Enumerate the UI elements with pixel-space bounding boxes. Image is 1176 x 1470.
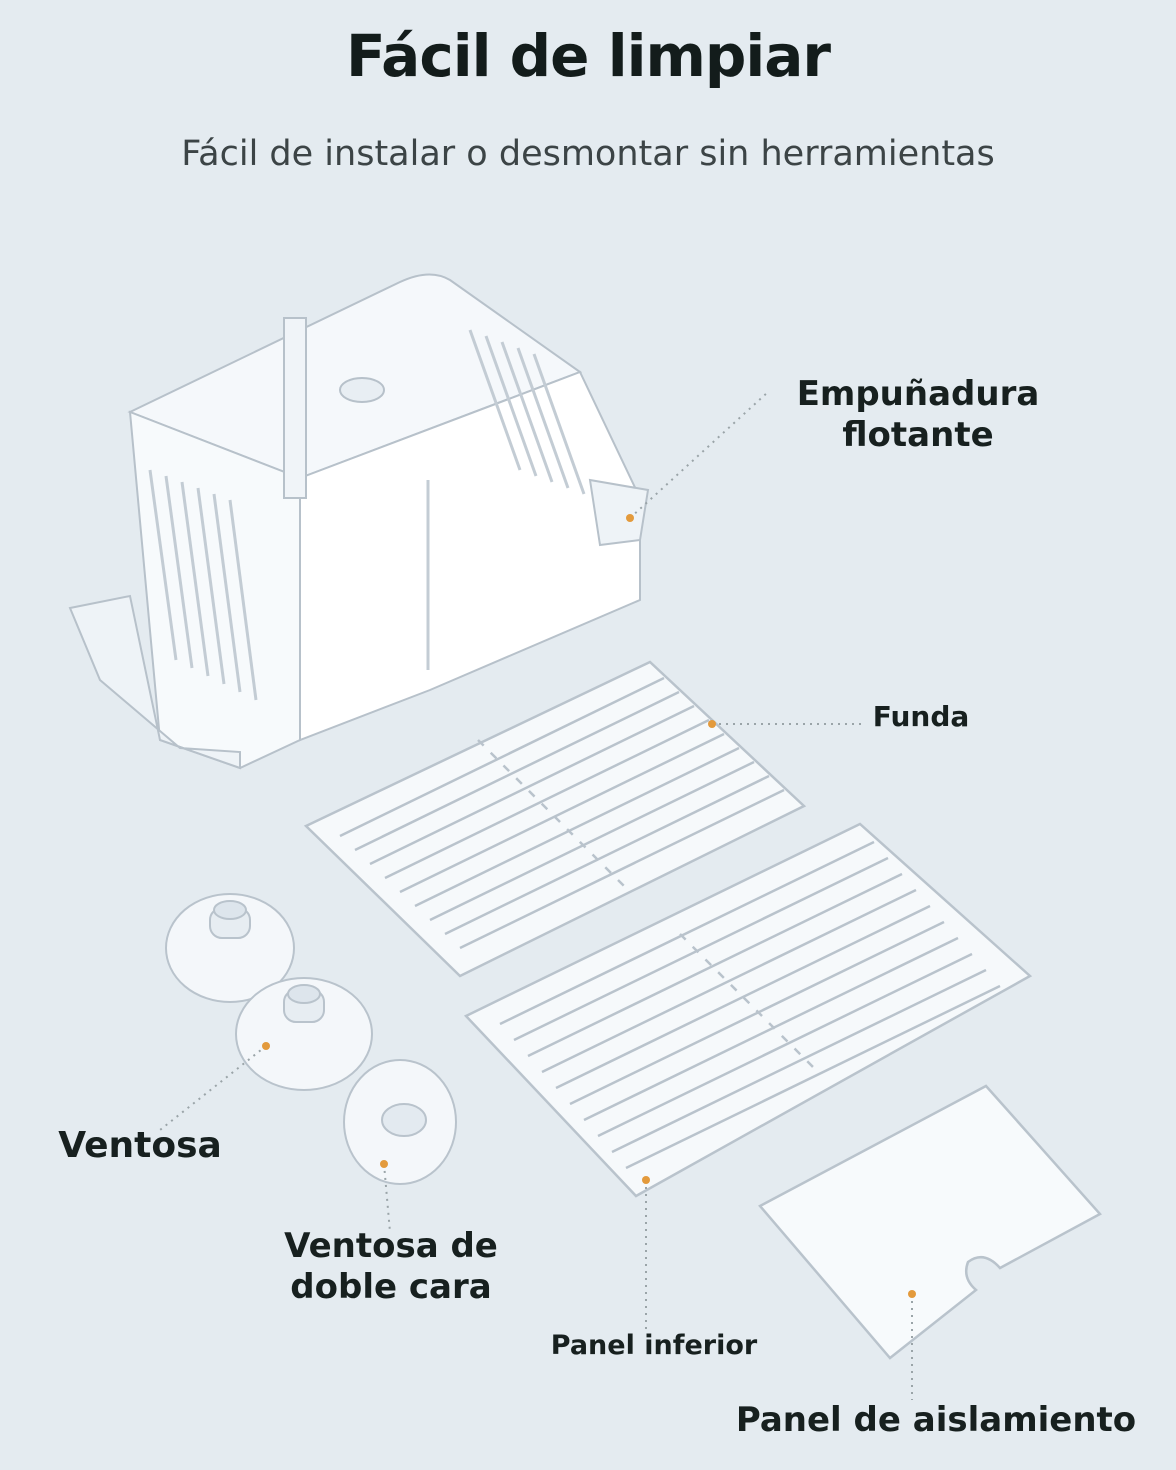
label-isolation-panel: Panel de aislamiento: [735, 1400, 1137, 1440]
label-cover: Funda: [872, 700, 970, 733]
leader-lines: [159, 391, 913, 1400]
double-suction-cup: [343, 1059, 457, 1185]
suction-cup-1: [165, 893, 295, 1003]
page-subtitle: Fácil de instalar o desmontar sin herram…: [181, 134, 995, 174]
label-double-suction-cup: Ventosa de doble cara: [284, 1226, 498, 1307]
label-bottom-panel: Panel inferior: [550, 1330, 758, 1361]
marker-dots: [262, 514, 916, 1298]
cover-grid: [303, 660, 807, 978]
box-vent-slots: [148, 329, 586, 701]
breeding-box: [68, 273, 650, 770]
label-floating-handle: Empuñadura flotante: [796, 374, 1040, 455]
suction-cup-2: [235, 977, 373, 1091]
isolation-panel: [758, 1084, 1102, 1360]
bottom-panel: [463, 822, 1033, 1198]
label-suction-cup: Ventosa: [58, 1125, 222, 1166]
page-title: Fácil de limpiar: [345, 22, 831, 90]
